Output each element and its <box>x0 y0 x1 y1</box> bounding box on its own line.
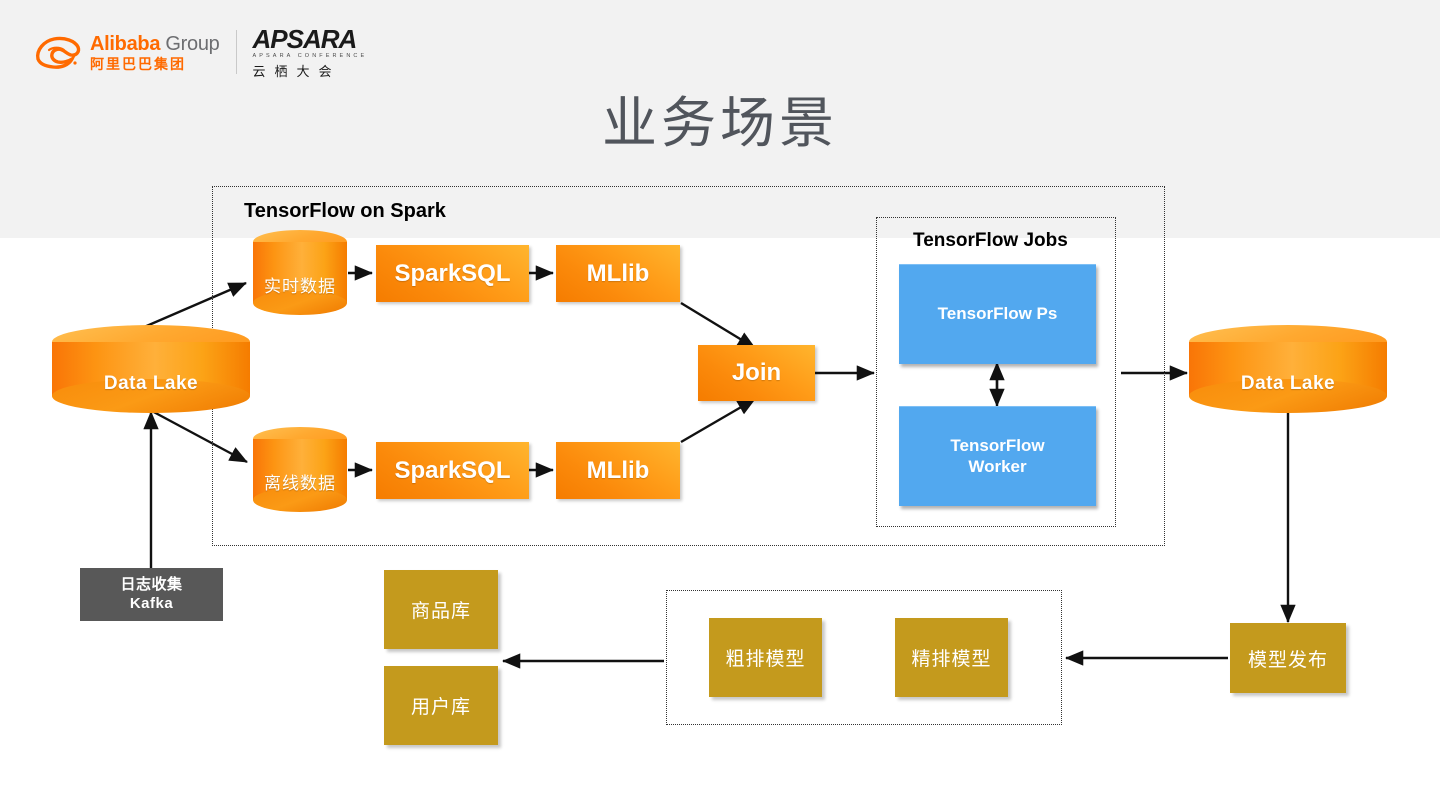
apsara-subtitle-text: APSARA CONFERENCE <box>252 53 368 60</box>
node-model-publish[interactable]: 模型发布 <box>1230 623 1346 693</box>
node-offline-data[interactable]: 离线数据 <box>253 427 347 512</box>
brand-logo: Alibaba Group 阿里巴巴集团 APSARA APSARA CONFE… <box>34 26 367 78</box>
node-fine-ranking-model[interactable]: 精排模型 <box>895 618 1008 697</box>
node-label-line2: Kafka <box>129 594 174 612</box>
group-ranking-models <box>666 590 1062 725</box>
cylinder-bottom-ellipse <box>52 379 250 413</box>
node-sparksql-bottom[interactable]: SparkSQL <box>376 442 529 499</box>
node-sparksql-top[interactable]: SparkSQL <box>376 245 529 302</box>
node-realtime-data[interactable]: 实时数据 <box>253 230 347 315</box>
node-mllib-bottom[interactable]: MLlib <box>556 442 680 499</box>
node-label: Data Lake <box>103 373 199 394</box>
node-tensorflow-worker[interactable]: TensorFlow Worker <box>899 406 1096 506</box>
header-background-band <box>0 0 1440 238</box>
node-tensorflow-ps[interactable]: TensorFlow Ps <box>899 264 1096 364</box>
apsara-cn-text: 云栖大会 <box>252 63 341 79</box>
page-title: 业务场景 <box>601 92 838 154</box>
node-label-line1: 日志收集 <box>120 575 183 593</box>
node-label: Data Lake <box>1240 373 1336 394</box>
cylinder-bottom-ellipse <box>253 488 347 512</box>
node-label-line1: TensorFlow <box>950 436 1045 456</box>
alibaba-cn-text: 阿里巴巴集团 <box>90 55 186 72</box>
node-user-store[interactable]: 用户库 <box>384 666 498 745</box>
node-data-lake-left[interactable]: Data Lake <box>52 325 250 413</box>
node-label-line2: Worker <box>968 456 1027 476</box>
node-coarse-ranking-model[interactable]: 粗排模型 <box>709 618 822 697</box>
node-label: 实时数据 <box>264 277 336 296</box>
group-tensorflow-jobs <box>876 217 1116 527</box>
node-item-store[interactable]: 商品库 <box>384 570 498 649</box>
apsara-en-text: APSARA <box>252 24 358 55</box>
node-mllib-top[interactable]: MLlib <box>556 245 680 302</box>
node-data-lake-right[interactable]: Data Lake <box>1189 325 1387 413</box>
cylinder-bottom-ellipse <box>253 291 347 315</box>
group-tensorflow-jobs-label: TensorFlow Jobs <box>913 230 1068 251</box>
alibaba-mascot-icon <box>34 32 84 72</box>
alibaba-en-text: Alibaba Group <box>90 32 220 55</box>
group-tensorflow-on-spark-label: TensorFlow on Spark <box>244 200 446 222</box>
node-join[interactable]: Join <box>698 345 815 401</box>
node-kafka-log-collection[interactable]: 日志收集 Kafka <box>80 568 223 621</box>
node-label: 离线数据 <box>264 474 336 493</box>
alibaba-wordmark: Alibaba Group 阿里巴巴集团 <box>90 34 220 71</box>
apsara-conference-logo: APSARA APSARA CONFERENCE 云栖大会 <box>253 26 368 78</box>
cylinder-bottom-ellipse <box>1189 379 1387 413</box>
alibaba-group-logo: Alibaba Group 阿里巴巴集团 <box>34 32 220 72</box>
logo-divider <box>235 30 237 74</box>
